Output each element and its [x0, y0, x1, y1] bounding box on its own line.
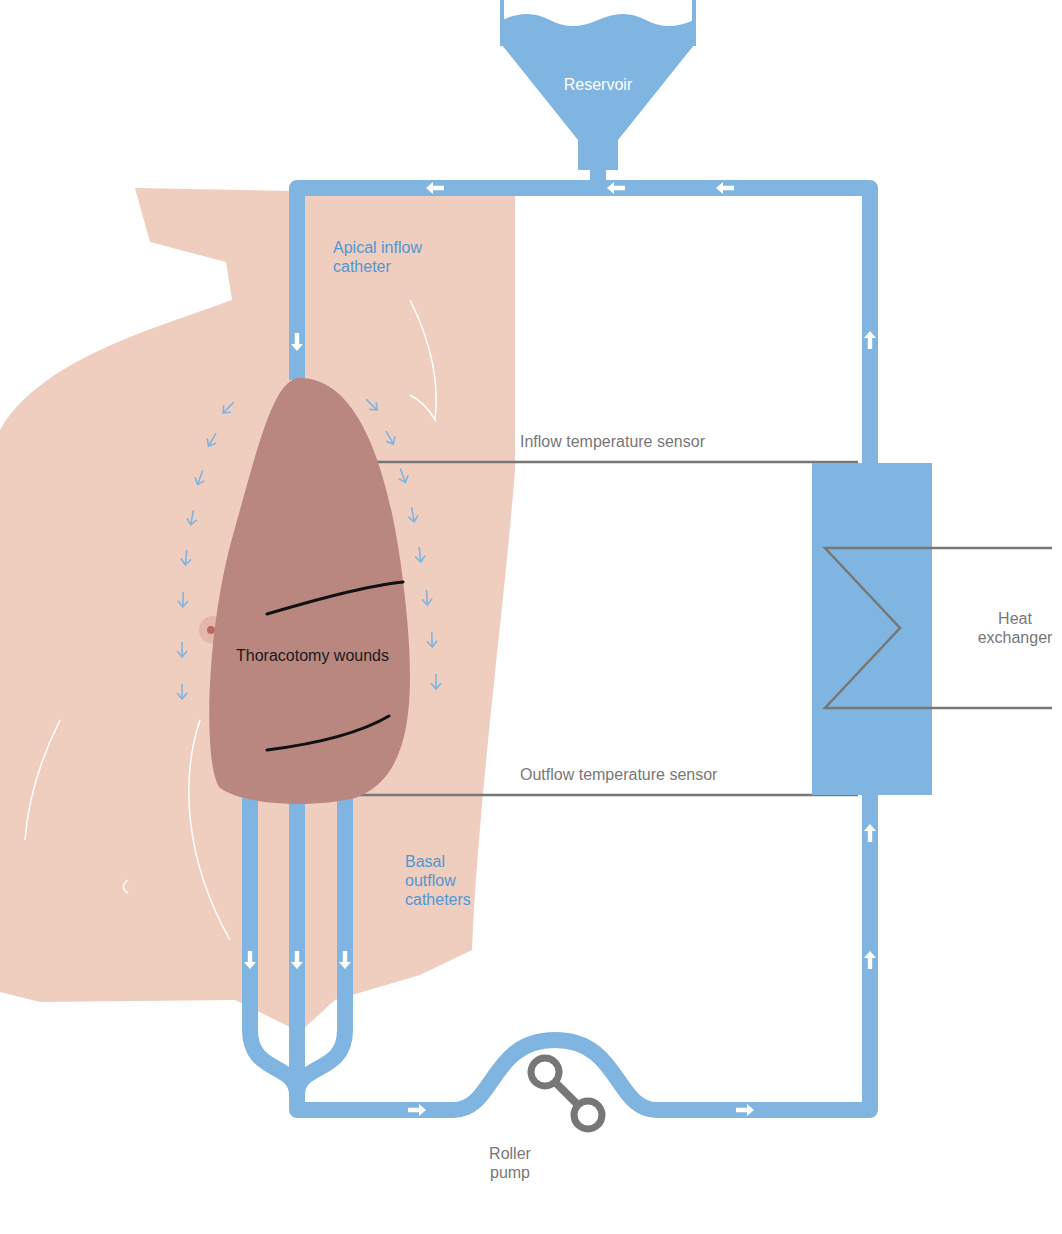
exchanger-label: Heat exchanger — [972, 609, 1058, 647]
perfusion-flow-arrow — [363, 396, 381, 414]
tube-flow-arrow — [736, 1104, 754, 1116]
wound-incision — [267, 716, 389, 750]
perfusion-tube — [655, 795, 870, 1110]
catheter-label: Basal outflow catheters — [405, 852, 495, 910]
heat-exchanger: Heat exchanger — [812, 463, 932, 795]
flow-arrowhead — [607, 182, 625, 194]
perfusion-flow-arrow — [177, 684, 187, 699]
tube-flow-arrow — [244, 951, 256, 969]
perfusion-flow-arrow — [193, 469, 208, 487]
perfusion-flow-arrow — [427, 632, 438, 647]
flow-arrowhead — [408, 1104, 426, 1116]
wound-incision — [267, 582, 403, 614]
tube-flow-arrow — [291, 951, 303, 969]
body-contour — [124, 880, 129, 893]
sensor-label: Outflow temperature sensor — [520, 765, 790, 784]
perfusion-flow-arrow — [431, 674, 441, 689]
exchanger-coil — [825, 548, 1052, 708]
pump-tube-arch — [453, 1040, 657, 1110]
wound-label: Thoracotomy wounds — [225, 646, 400, 665]
reservoir: Reservoir — [500, 0, 696, 170]
perfusion-flow-arrow — [186, 509, 198, 526]
nipple — [207, 626, 215, 634]
perfusion-flow-arrow — [407, 506, 419, 523]
reservoir-label: Reservoir — [528, 75, 668, 94]
perfusion-flow-arrow — [178, 592, 189, 607]
perfusion-flow-arrow — [220, 399, 238, 417]
sensor-wire — [330, 461, 858, 464]
catheter-label: Apical inflow catheter — [333, 238, 458, 276]
tube-flow-arrow — [864, 331, 876, 349]
lung-region: Thoracotomy wounds — [205, 378, 415, 803]
perfusion-flow-arrow — [180, 550, 191, 566]
sensor-wire — [305, 794, 858, 797]
exchanger-box — [812, 463, 932, 795]
roller-pump: Roller pump — [455, 1020, 655, 1225]
perfusion-tube — [297, 168, 598, 380]
pump-roller — [531, 1058, 559, 1086]
perfusion-flow-arrow — [204, 431, 220, 449]
body-contour — [25, 720, 60, 840]
pump-roller — [574, 1101, 602, 1129]
body-contour — [410, 300, 436, 420]
perfusion-flow-arrow — [396, 467, 411, 485]
perfusion-flow-arrow — [382, 429, 398, 447]
tube-flow-arrow — [339, 951, 351, 969]
reservoir-fill — [502, 14, 694, 170]
sensor-label: Inflow temperature sensor — [520, 432, 780, 451]
tube-flow-arrow — [716, 182, 734, 194]
roller-pump-outline — [455, 1020, 655, 1225]
tube-flow-arrow — [864, 951, 876, 969]
perfusion-tube — [598, 168, 870, 463]
perfusion-flow-arrow — [177, 642, 187, 657]
perfusion-tube — [297, 801, 455, 1110]
perfusion-flow-arrow — [421, 590, 432, 606]
reservoir-rim — [502, 0, 694, 46]
heat-exchanger-outline — [812, 463, 932, 795]
tube-flow-arrow — [426, 182, 444, 194]
pump-label: Roller pump — [473, 1144, 547, 1182]
lung-region-outline — [205, 378, 415, 803]
flow-arrowhead — [864, 824, 876, 842]
lung-shape — [209, 378, 410, 804]
perfusion-flow-arrow — [414, 547, 426, 563]
flow-arrowhead — [291, 333, 303, 351]
